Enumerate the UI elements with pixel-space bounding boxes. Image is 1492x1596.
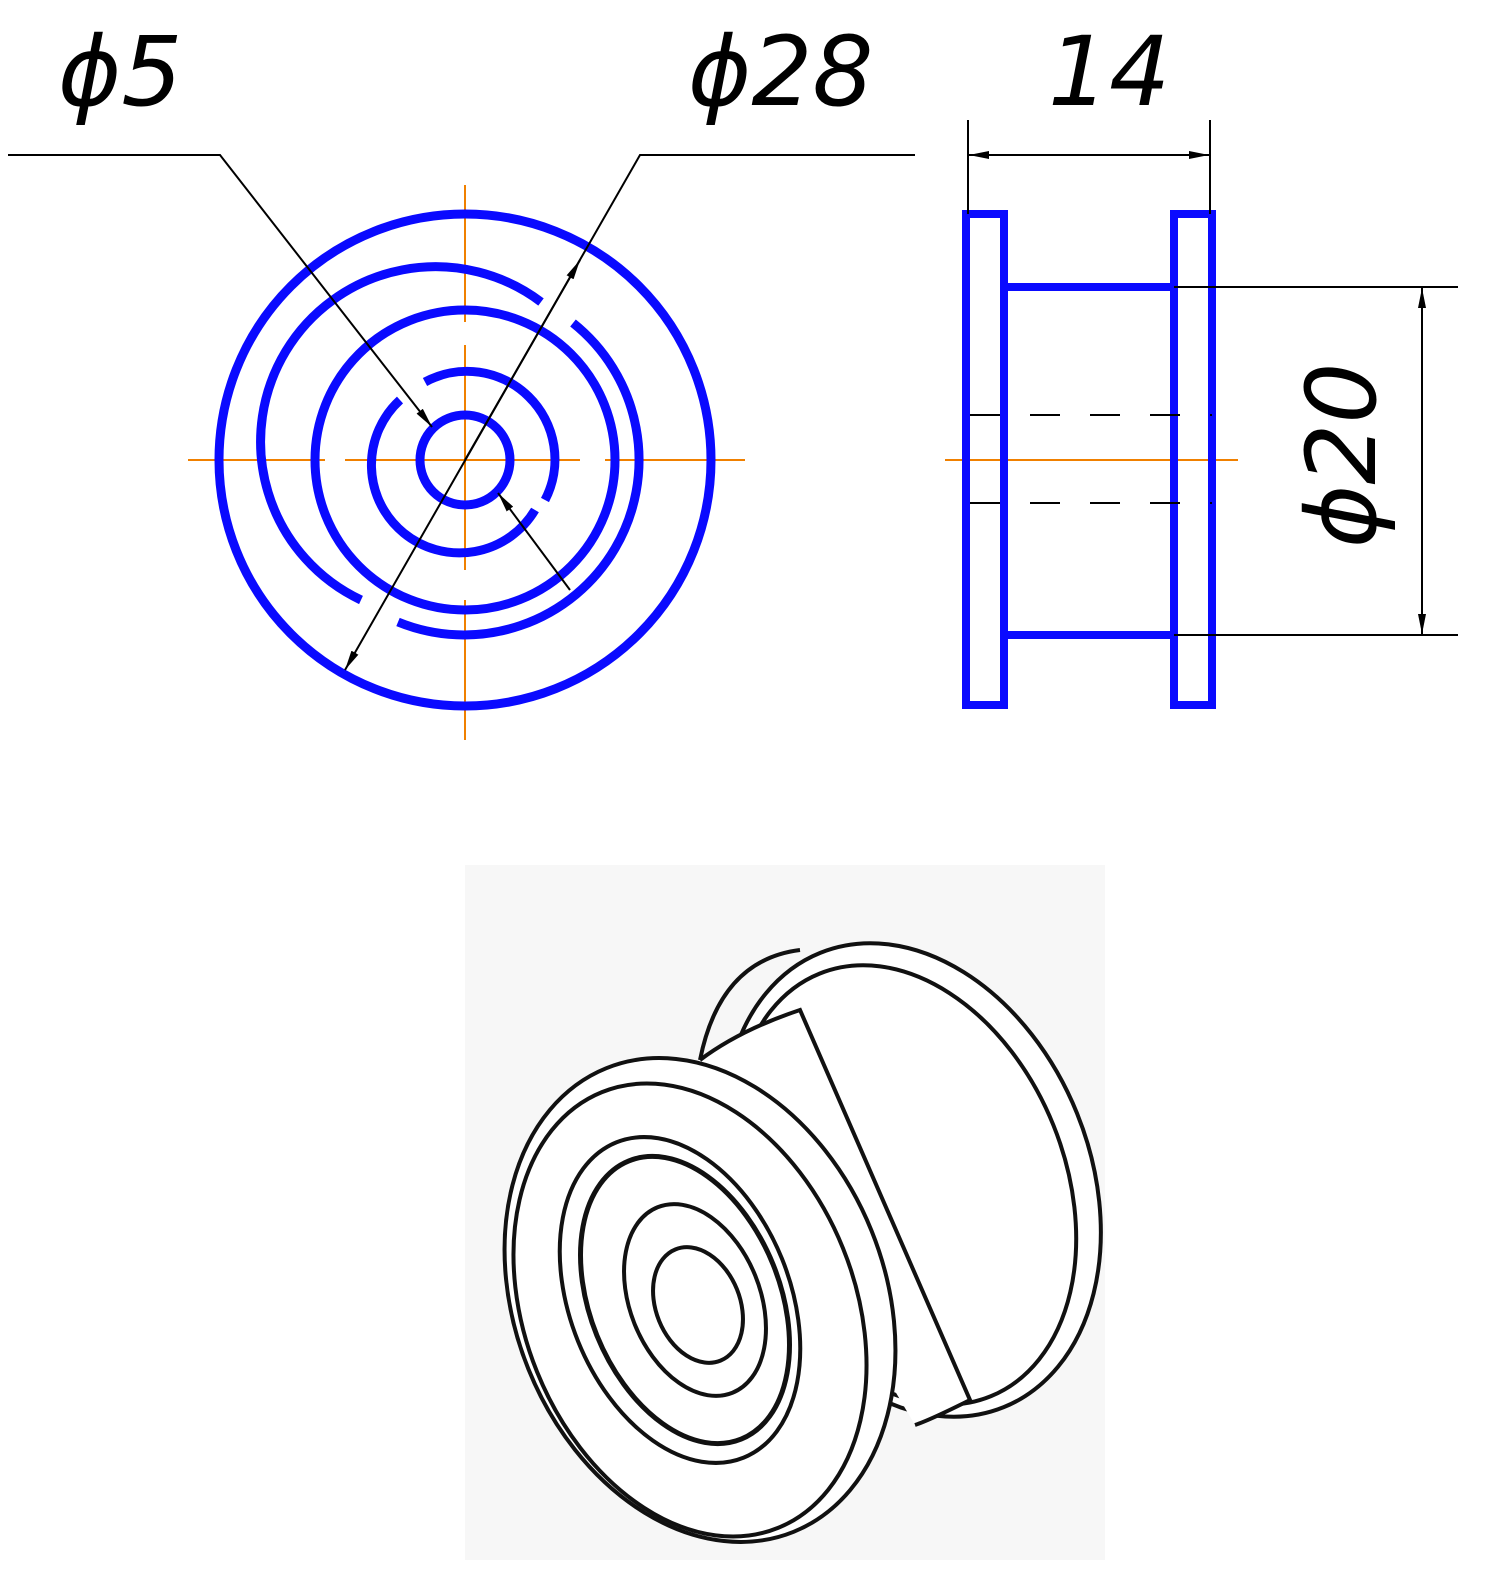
centerlines <box>188 185 745 740</box>
groove-arc-2 <box>422 366 560 503</box>
hub-circle <box>310 305 620 615</box>
flange-inner-arc-2 <box>396 319 644 640</box>
front-view: ϕ5 ϕ28 <box>8 16 915 740</box>
left-flange <box>962 210 1008 709</box>
dimension-leaders <box>8 154 915 671</box>
pulley-isometric <box>502 941 1103 1544</box>
hidden-bore-lines <box>970 414 1212 504</box>
flange-inner-arc <box>256 262 544 605</box>
bore-diameter-label: ϕ5 <box>58 16 182 128</box>
bore-circle <box>415 410 515 510</box>
isometric-view <box>465 865 1105 1560</box>
side-dimensions <box>967 120 1458 636</box>
right-flange <box>1170 210 1216 709</box>
hub-diameter-label: ϕ20 <box>1286 363 1398 548</box>
width-label: 14 <box>1048 16 1170 128</box>
side-view: 14 ϕ20 <box>945 16 1458 709</box>
flange-outer-circle <box>214 209 716 711</box>
groove-arc <box>367 396 539 558</box>
outline-circles <box>214 209 716 711</box>
outer-diameter-label: ϕ28 <box>688 16 873 128</box>
